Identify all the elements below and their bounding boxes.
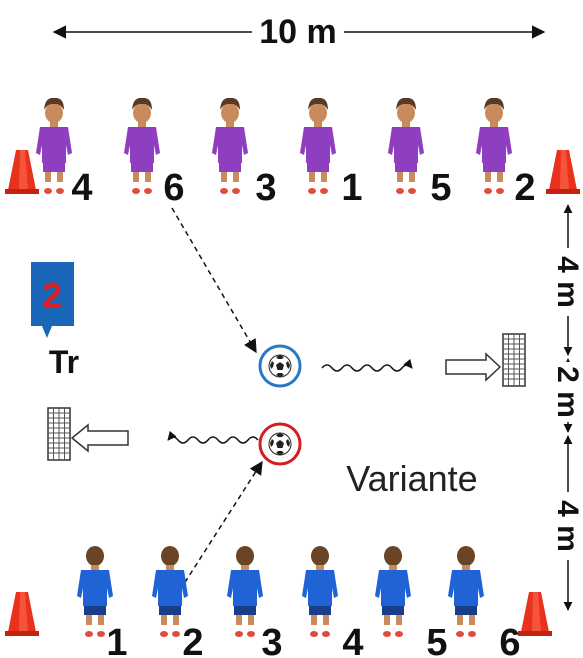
coach-label: Tr bbox=[49, 344, 79, 380]
top-player bbox=[388, 97, 424, 194]
pass-arrow-bottom bbox=[179, 460, 263, 591]
pass-arrow-top bbox=[171, 207, 257, 354]
top-player-number: 2 bbox=[514, 167, 535, 209]
direction-arrow-right bbox=[445, 352, 502, 382]
net-right bbox=[502, 333, 526, 387]
bottom-team-numbers: 1 2 3 4 5 6 bbox=[106, 622, 520, 658]
cone-bottom-left bbox=[5, 592, 39, 636]
bottom-player bbox=[302, 546, 338, 637]
width-label: 10 m bbox=[259, 13, 337, 51]
ball-top bbox=[258, 344, 302, 388]
bottom-player bbox=[227, 546, 263, 637]
top-team-numbers: 4 6 3 1 5 2 bbox=[71, 167, 535, 209]
cone-top-right bbox=[546, 150, 580, 194]
side-label-4m-top: 4 m bbox=[551, 256, 583, 308]
cone-bottom-right bbox=[518, 592, 552, 636]
width-dimension: 10 m bbox=[52, 13, 546, 51]
top-player-number: 6 bbox=[163, 167, 184, 209]
direction-arrow-left bbox=[70, 423, 129, 453]
top-player-number: 5 bbox=[430, 167, 451, 209]
side-dimension: 4 m 2 m 4 m bbox=[551, 204, 583, 611]
top-player-number: 1 bbox=[341, 167, 362, 209]
bottom-player bbox=[375, 546, 411, 637]
bottom-player-number: 1 bbox=[106, 622, 127, 658]
dribble-path-bottom bbox=[167, 430, 259, 444]
bottom-player-number: 2 bbox=[182, 622, 203, 658]
cone-top-left bbox=[5, 150, 39, 194]
top-player bbox=[476, 97, 512, 194]
net-left bbox=[47, 407, 71, 461]
top-player bbox=[36, 97, 72, 194]
coach-card: 2 bbox=[31, 262, 74, 338]
coach-number: 2 bbox=[42, 275, 62, 316]
ball-bottom bbox=[258, 422, 302, 466]
bottom-player bbox=[448, 546, 484, 637]
bottom-player-number: 4 bbox=[342, 622, 363, 658]
bottom-player-number: 5 bbox=[426, 622, 447, 658]
top-player-number: 4 bbox=[71, 167, 92, 209]
top-player bbox=[300, 97, 336, 194]
side-label-4m-bottom: 4 m bbox=[551, 500, 583, 552]
variant-label: Variante bbox=[346, 458, 477, 499]
side-label-2m: 2 m bbox=[551, 366, 583, 418]
top-player-number: 3 bbox=[255, 167, 276, 209]
top-player bbox=[124, 97, 160, 194]
dribble-path-top bbox=[321, 358, 413, 372]
bottom-player-number: 3 bbox=[261, 622, 282, 658]
top-player bbox=[212, 97, 248, 194]
bottom-player-number: 6 bbox=[499, 622, 520, 658]
